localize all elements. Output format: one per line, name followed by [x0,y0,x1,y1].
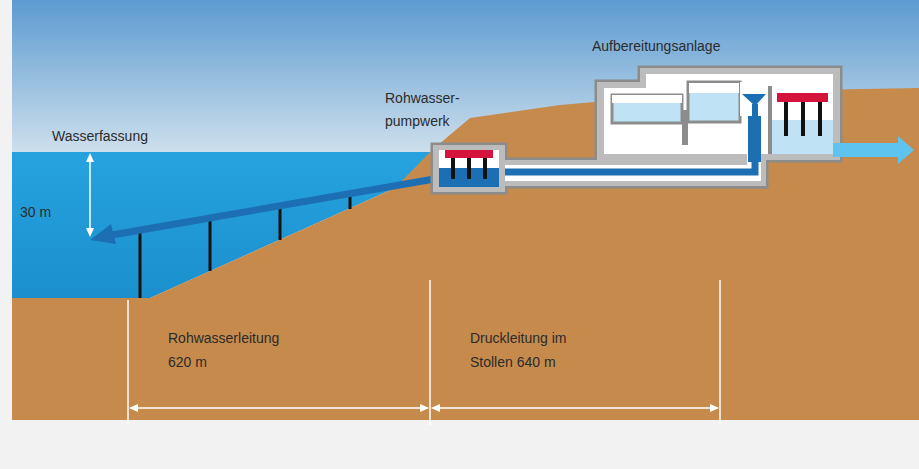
intake-arrowhead [90,224,116,244]
depth-dimension [86,153,94,237]
pump-motor [811,93,828,102]
dimension-line [89,160,91,230]
pump-motor [794,93,811,102]
outlet-arrow [833,136,914,164]
intake-pipe [106,178,440,236]
tunnel-length-label: Druckleitung im Stollen 640 m [470,326,595,374]
inner-wall [682,110,688,145]
pump-motor [477,150,493,158]
pump-station-wall [433,145,505,192]
basin-air [689,83,739,93]
basin-air [612,95,682,103]
pump-shaft [784,100,788,136]
ground [12,88,919,420]
tunnel-wall [500,160,765,186]
treatment-plant: Aufbereitungsanlage [597,68,840,160]
depth-label: 30 m [20,200,70,224]
dimension-arrowhead [129,404,138,412]
extension-line [429,280,431,425]
pump-shaft [451,157,455,179]
extension-line [127,300,129,425]
extension-line [719,280,721,425]
inner-wall [768,86,772,154]
pressure-pipe [505,160,755,172]
filter-basin [688,82,740,122]
clean-water-pumps [777,93,828,136]
length-dimensions [128,280,720,425]
support-post [139,230,142,298]
pump-shaft [818,100,822,136]
rising-pipe [748,116,761,162]
pump-motor [445,150,461,158]
building-fills [433,68,840,192]
pump-motor [777,93,794,102]
pump-shaft [801,100,805,136]
dimension-arrowhead [86,228,94,237]
dimension-line [136,407,422,409]
pump-motor [461,150,477,158]
raw-water-pumps [445,150,493,179]
support-post [279,206,282,240]
intake-label: Wasserfassung [52,124,192,148]
dimension-arrowhead [86,153,94,162]
dimension-arrowhead [420,404,429,412]
building-label: Rohwasser- pumpwerk [385,87,473,133]
inlet-funnel [752,104,758,118]
pipe-length-label: Rohwasserleitung 620 m [168,326,293,374]
dimension-arrowhead [710,404,719,412]
filter-basin [612,95,682,123]
building-label: Aufbereitungsanlage [592,35,792,58]
pump-station-wall [433,145,505,192]
plant-wall [597,68,840,160]
pump-shaft [467,157,471,179]
pump-shaft [483,157,487,179]
dimension-line [438,407,712,409]
building-outlines [433,68,840,192]
pump-station: Rohwasser- pumpwerk [433,145,505,192]
support-post [209,218,212,271]
tunnel-wall [500,160,765,186]
plant-wall [597,68,840,160]
pump-hall [439,150,499,187]
dimension-arrowhead [431,404,440,412]
